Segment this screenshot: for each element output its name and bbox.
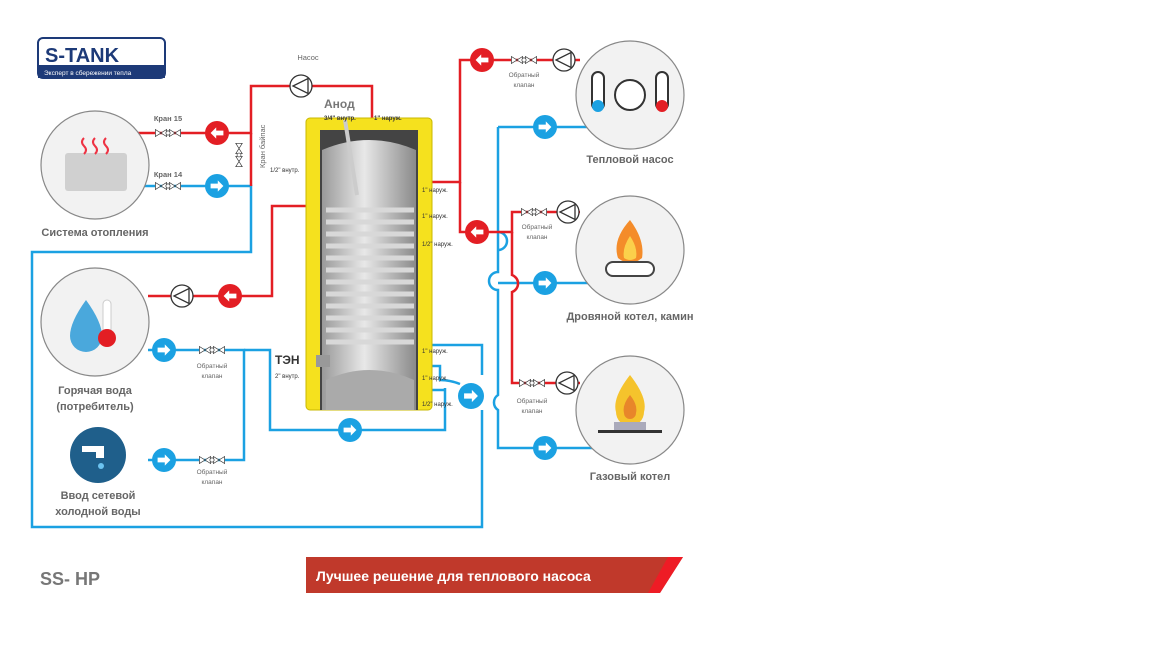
valve15-label: Кран 15 xyxy=(154,114,182,123)
check-valve-label-2: клапан xyxy=(521,408,542,415)
port-label-4: 1" наруж. xyxy=(422,349,448,355)
check-valve-label: Обратный xyxy=(517,397,548,405)
bypass-valve xyxy=(235,142,243,168)
check-valve-label: Обратный xyxy=(509,71,540,79)
wood-supply-arrow-icon xyxy=(533,271,557,295)
bottom-flow-arrow-icon xyxy=(338,418,362,442)
cw-arrow-icon xyxy=(152,448,176,472)
pump-label: Насос xyxy=(297,53,319,62)
tap-icon xyxy=(82,446,104,458)
hp-return-arrow-icon xyxy=(470,48,494,72)
hp-pump-icon xyxy=(552,48,576,72)
thermometer-icon xyxy=(98,329,116,347)
check-valve-label-2: клапан xyxy=(526,234,547,241)
gas-pump-icon xyxy=(555,371,579,395)
ten-port-label: 2" внутр. xyxy=(275,374,300,380)
check-valve-label-2: клапан xyxy=(201,479,222,486)
hw-out-arrow-icon xyxy=(152,338,176,362)
hw-pump-icon xyxy=(170,284,194,308)
valve-14 xyxy=(154,182,182,190)
check-valve-label-2: клапан xyxy=(513,82,534,89)
banner: Лучшее решение для теплового насоса xyxy=(306,557,683,593)
node-hot-water xyxy=(40,267,150,377)
hp-supply-arrow-icon xyxy=(533,115,557,139)
radiator-icon xyxy=(65,153,127,191)
logo-brand: S-TANK xyxy=(45,45,120,67)
water-drop-icon xyxy=(70,300,102,352)
fan-icon xyxy=(614,79,646,111)
hot-water-label-2: (потребитель) xyxy=(56,401,134,413)
valve14-label: Кран 14 xyxy=(154,170,183,179)
heat-pump-label: Тепловой насос xyxy=(586,154,673,166)
left-port-label: 1/2" внутр. xyxy=(270,168,300,174)
gas-boiler-label: Газовый котел xyxy=(590,471,671,483)
wood-boiler-label: Дровяной котел, камин xyxy=(566,311,693,323)
cold-water-label-2: холодной воды xyxy=(55,506,140,518)
node-heating xyxy=(40,110,150,220)
port-label-2: 1" наруж. xyxy=(422,214,448,220)
model-label: SS- HP xyxy=(40,569,100,589)
wood-return-arrow-icon xyxy=(465,220,489,244)
gas-check-valve xyxy=(518,379,546,387)
hw-check-valve xyxy=(198,346,226,354)
node-wood-boiler xyxy=(575,195,685,305)
wood-pump-icon xyxy=(556,200,580,224)
hw-flow-arrow-icon xyxy=(218,284,242,308)
pump-top-icon xyxy=(289,74,313,98)
logo-tagline: Эксперт в сбережении тепла xyxy=(44,69,132,77)
port-label-1: 1" наруж. xyxy=(422,188,448,194)
coil-flow-arrow-icon xyxy=(458,383,484,409)
bypass-label: Кран байпас xyxy=(258,124,267,168)
node-cold-water xyxy=(70,427,126,483)
check-valve-label: Обратный xyxy=(197,362,228,370)
port-label-3: 1/2" наруж. xyxy=(422,242,453,248)
check-valve-label-2: клапан xyxy=(201,373,222,380)
banner-text: Лучшее решение для теплового насоса xyxy=(316,568,591,584)
top-port-label: 1" наруж. xyxy=(374,116,402,122)
port-label-6: 1/2" наруж. xyxy=(422,402,453,408)
cw-check-valve xyxy=(198,456,226,464)
check-valve-label: Обратный xyxy=(522,223,553,231)
node-heat-pump xyxy=(575,40,685,150)
anode-port-label: 3/4" внутр. xyxy=(324,116,356,122)
hot-flow-arrow-icon xyxy=(205,121,229,145)
valve-15 xyxy=(154,129,182,137)
heating-label: Система отопления xyxy=(41,227,148,239)
wood-check-valve xyxy=(520,208,548,216)
cold-flow-arrow-icon xyxy=(205,174,229,198)
ten-label: ТЭН xyxy=(275,353,300,367)
check-valve-label: Обратный xyxy=(197,468,228,476)
gas-supply-arrow-icon xyxy=(533,436,557,460)
hot-water-label: Горячая вода xyxy=(58,385,133,397)
tank xyxy=(305,117,433,411)
port-label-5: 1" наруж. xyxy=(422,376,448,382)
hp-check-valve xyxy=(510,56,538,64)
anode-label: Анод xyxy=(324,97,355,111)
logo: S-TANK Эксперт в сбережении тепла xyxy=(37,37,166,79)
cold-water-label: Ввод сетевой xyxy=(61,490,136,502)
node-gas-boiler xyxy=(575,355,685,465)
